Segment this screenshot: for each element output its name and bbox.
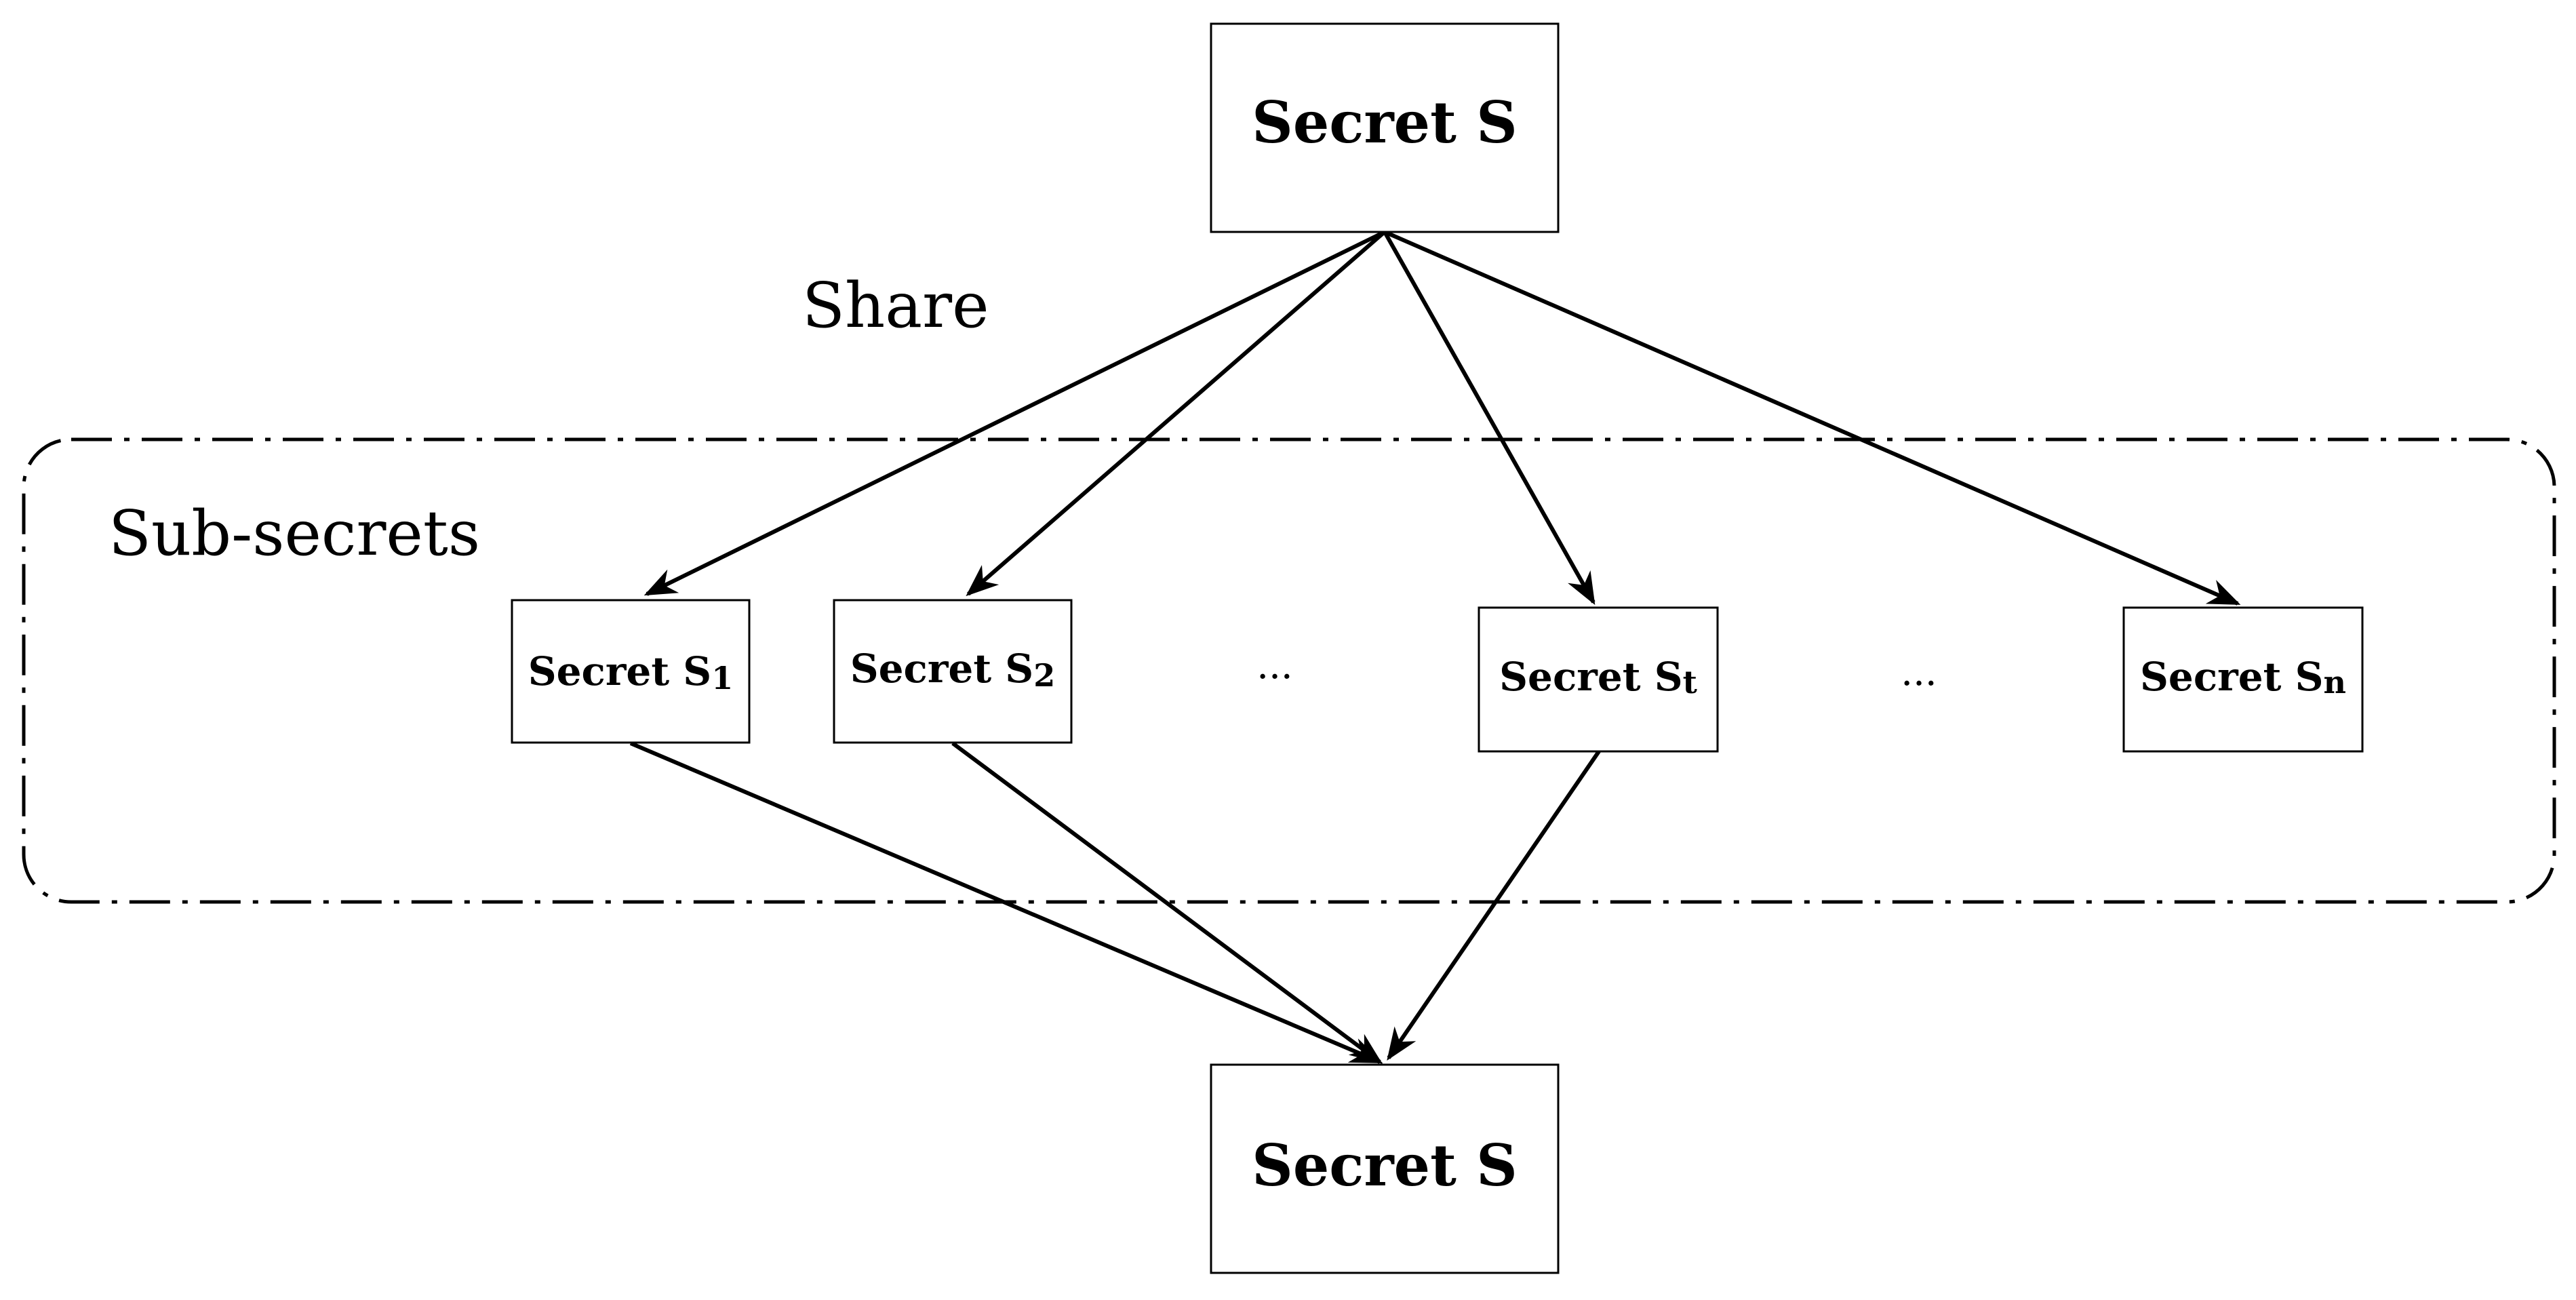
- share-arrow-t: [1383, 231, 1596, 606]
- top-secret-node: Secret S: [1210, 22, 1560, 233]
- sub-secrets-label: Sub-secrets: [108, 497, 480, 570]
- top-secret-label: Secret S: [1252, 89, 1518, 156]
- ellipsis-2: ...: [1901, 650, 1937, 694]
- sub-secret-1-label: Secret S1: [528, 648, 733, 696]
- sub-secret-node-t: Secret St: [1478, 606, 1719, 753]
- sub-secret-node-2: Secret S2: [833, 599, 1073, 744]
- sub-secret-t-label: Secret St: [1499, 654, 1697, 701]
- bottom-secret-label: Secret S: [1252, 1132, 1518, 1199]
- bottom-secret-node: Secret S: [1210, 1063, 1560, 1274]
- ellipsis-1: ...: [1256, 644, 1292, 688]
- share-arrow-1: [643, 230, 1386, 596]
- sub-secret-1-subscript: 1: [711, 660, 733, 696]
- reconstruct-arrow-2: [951, 741, 1383, 1064]
- sub-secret-node-n: Secret Sn: [2122, 606, 2364, 753]
- share-arrow-n: [1383, 230, 2241, 606]
- reconstruct-arrow-1: [629, 741, 1383, 1064]
- sub-secret-t-subscript: t: [1683, 664, 1698, 701]
- reconstruct-arrow-t: [1387, 750, 1601, 1061]
- sub-secret-2-subscript: 2: [1033, 657, 1055, 694]
- share-label: Share: [802, 269, 989, 342]
- share-arrow-2: [966, 230, 1386, 597]
- sub-secret-node-1: Secret S1: [511, 599, 751, 744]
- sub-secret-n-label: Secret Sn: [2140, 654, 2346, 701]
- sub-secret-n-subscript: n: [2323, 664, 2345, 701]
- sub-secret-2-label: Secret S2: [850, 646, 1055, 694]
- sub-secrets-group: [22, 437, 2556, 904]
